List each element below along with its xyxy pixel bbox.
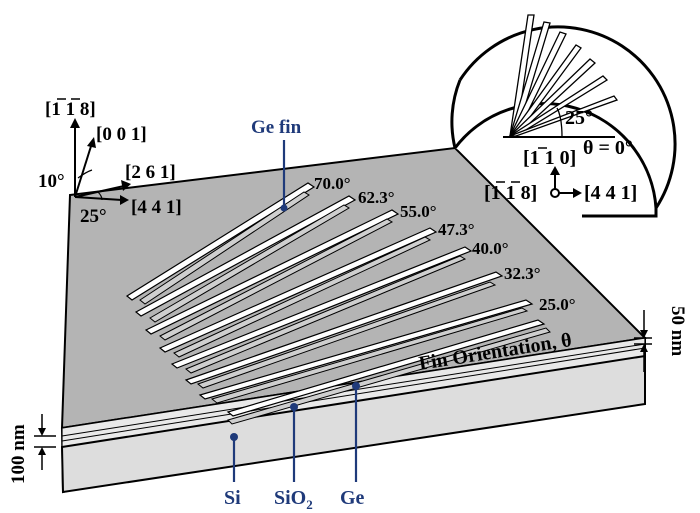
inset-theta-0: θ = 0° bbox=[583, 137, 633, 159]
fin-40b bbox=[185, 255, 467, 374]
fin-62 bbox=[134, 195, 357, 317]
arrowhead bbox=[120, 195, 129, 205]
label-angle-10: 10° bbox=[38, 171, 65, 192]
axis-261 bbox=[74, 185, 125, 198]
crystal-axes bbox=[70, 118, 131, 205]
ge-fin-dot bbox=[280, 204, 288, 212]
fin-angle-label: 40.0° bbox=[472, 239, 509, 258]
inset-circle-arc bbox=[458, 25, 677, 209]
inset-angle-25: 25° bbox=[565, 107, 593, 129]
fin-62b bbox=[149, 204, 350, 323]
label-dir-001: [0 0 1] bbox=[96, 124, 147, 145]
arrowhead bbox=[640, 344, 648, 352]
label-dir-441: [4 4 1] bbox=[131, 197, 182, 218]
layer-callouts: Si SiO2 Ge bbox=[224, 382, 365, 512]
fin-47b bbox=[173, 236, 432, 358]
ge-fins bbox=[125, 182, 551, 425]
label-dir-261: [2 6 1] bbox=[125, 162, 176, 183]
arrowhead bbox=[640, 330, 648, 338]
inset-angle-arc bbox=[556, 107, 563, 138]
fin-47 bbox=[158, 227, 438, 353]
inset-fin bbox=[509, 95, 619, 137]
fin-25 bbox=[198, 299, 534, 400]
fin-angle-labels: 70.0° 62.3° 55.0° 47.3° 40.0° 32.3° 25.0… bbox=[314, 174, 576, 314]
ge-fin-callout: Ge fin bbox=[251, 117, 302, 212]
inset-dir-118: [1 1 8] bbox=[484, 182, 537, 204]
label-ge: Ge bbox=[340, 487, 365, 509]
fin-25b bbox=[210, 307, 529, 404]
si-substrate-face bbox=[60, 354, 646, 494]
arrowhead bbox=[121, 180, 131, 191]
thickness-50nm: 50 nm bbox=[634, 306, 688, 372]
thickness-100nm: 100 nm bbox=[8, 414, 56, 484]
fin-angle-label: 25.0° bbox=[539, 295, 576, 314]
inset-dir-441: [4 4 1] bbox=[584, 182, 637, 204]
angle-arc-10 bbox=[77, 169, 93, 179]
angle-arc-25 bbox=[97, 191, 103, 201]
arrowhead bbox=[38, 447, 46, 455]
fin-angle-label: 55.0° bbox=[400, 202, 437, 221]
sio2-base: SiO bbox=[274, 487, 306, 509]
arrowhead bbox=[87, 137, 96, 148]
fin-55b bbox=[159, 218, 394, 341]
substrate bbox=[60, 146, 648, 494]
fin-angle-label: 47.3° bbox=[438, 220, 475, 239]
axis-001 bbox=[74, 142, 93, 198]
inset-origin-dot bbox=[550, 188, 560, 198]
arrowhead bbox=[550, 166, 560, 175]
fin-angle-label: 32.3° bbox=[504, 264, 541, 283]
sio2-layer-line bbox=[61, 343, 646, 437]
arrowhead bbox=[70, 118, 80, 128]
axis-labels: [1 1 8] [0 0 1] [2 6 1] [4 4 1] 10° 25° bbox=[38, 98, 182, 227]
label-sio2: SiO2 bbox=[274, 487, 313, 512]
label-dir-118: [1 1 8] bbox=[45, 99, 96, 120]
fin-32b bbox=[196, 281, 497, 389]
axis-441 bbox=[74, 196, 123, 201]
label-50nm: 50 nm bbox=[667, 306, 688, 356]
fin-0 bbox=[226, 319, 546, 417]
label-angle-25: 25° bbox=[80, 206, 107, 227]
arrowhead bbox=[573, 188, 582, 198]
label-si: Si bbox=[224, 487, 241, 509]
fin-32 bbox=[184, 271, 504, 385]
fin-70 bbox=[125, 182, 316, 301]
sio2-subscript: 2 bbox=[306, 497, 313, 512]
fin-0b bbox=[227, 327, 551, 425]
inset-circle-left bbox=[450, 79, 462, 149]
fin-angle-label: 70.0° bbox=[314, 174, 351, 193]
fin-40 bbox=[170, 246, 473, 369]
label-100nm: 100 nm bbox=[8, 424, 29, 484]
fin-angle-label: 62.3° bbox=[358, 188, 395, 207]
ge-layer-line bbox=[61, 347, 646, 442]
inset-dir-110: [1 1 0] bbox=[523, 147, 576, 169]
fin-55 bbox=[144, 209, 400, 335]
fin-70b bbox=[139, 191, 310, 305]
ge-fin-label: Ge fin bbox=[251, 117, 302, 138]
inset-orientation: 25° θ = 0° [1 1 0] [1 1 8] [4 4 1] bbox=[450, 14, 677, 218]
arrowhead bbox=[38, 428, 46, 436]
